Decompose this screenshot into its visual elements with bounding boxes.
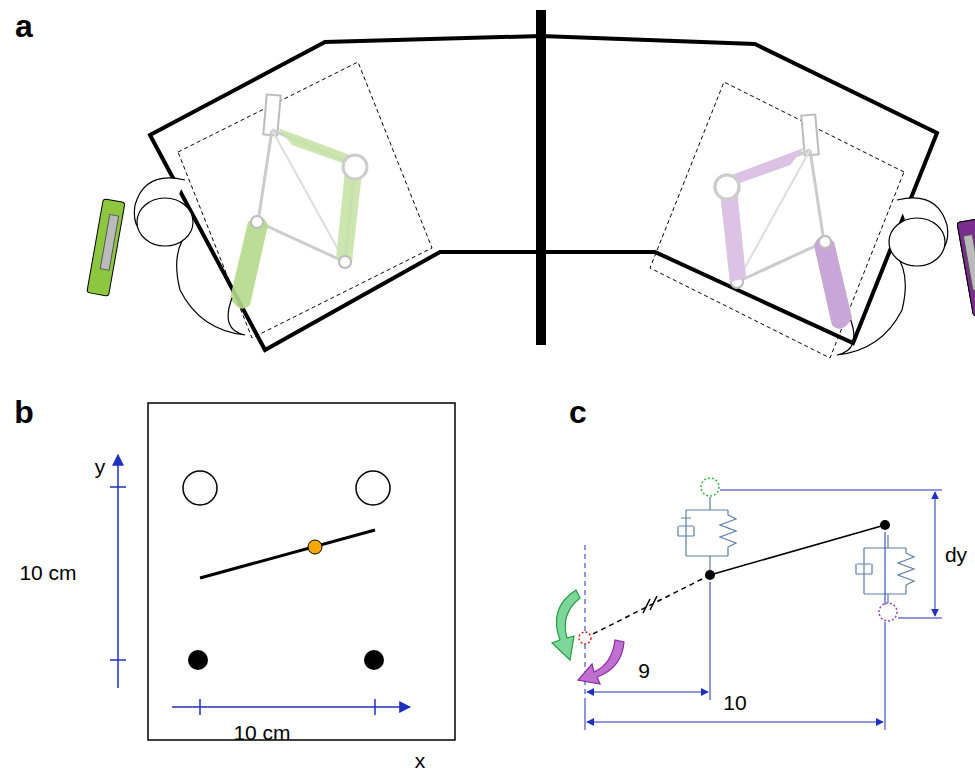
start-dot xyxy=(364,650,384,670)
target-circle xyxy=(183,471,217,505)
workspace-box xyxy=(148,403,455,740)
axis-label: x xyxy=(415,750,426,771)
right-robot xyxy=(650,82,975,358)
green-target xyxy=(701,478,719,496)
spring-damper xyxy=(678,497,736,570)
dimension-label: 10 cm xyxy=(233,722,290,743)
dimension-label: 9 xyxy=(638,660,650,681)
dimension-9 xyxy=(587,692,708,693)
panel-letter: b xyxy=(14,396,34,428)
axis-label: y xyxy=(95,456,106,477)
dy-dimension xyxy=(935,492,936,616)
dimension-label: 10 xyxy=(723,692,746,713)
left-robot xyxy=(87,62,432,338)
bar xyxy=(200,530,375,578)
bar xyxy=(710,525,885,575)
target-circle xyxy=(356,471,390,505)
dimension-label: 10 cm xyxy=(19,562,76,583)
divider-screen xyxy=(536,10,546,345)
pivot xyxy=(579,632,591,644)
virtual-bar xyxy=(585,575,710,638)
dimension-label: dy xyxy=(945,544,967,565)
purple-target xyxy=(879,603,897,621)
panel-letter: c xyxy=(569,396,587,428)
panel-letter: a xyxy=(15,10,33,42)
rotation-arrow-ccw xyxy=(552,590,580,660)
y-axis xyxy=(117,455,119,688)
bar-center xyxy=(308,540,322,554)
rotation-arrow-cw xyxy=(578,640,624,684)
dimension-10 xyxy=(587,722,883,723)
start-dot xyxy=(188,650,208,670)
